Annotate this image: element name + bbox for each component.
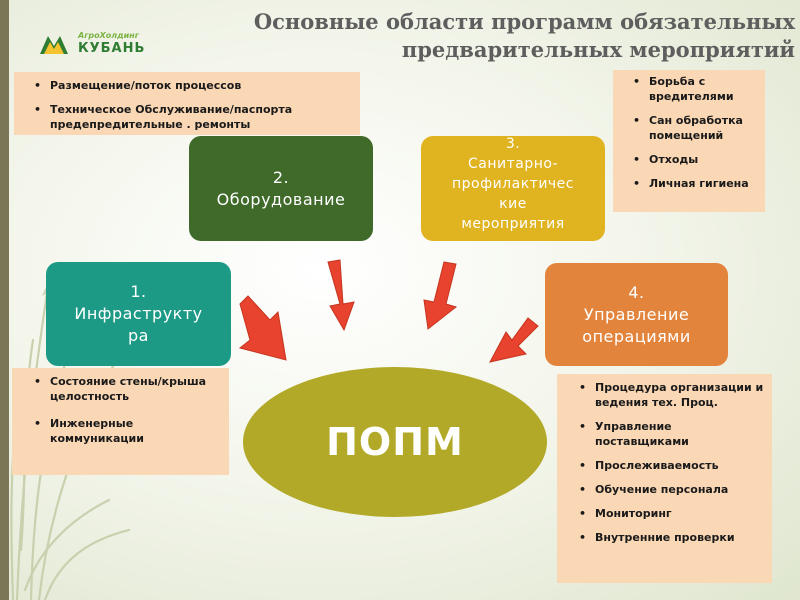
logo-emblem-icon xyxy=(40,36,68,54)
list-top-left: Размещение/поток процессов Техническое О… xyxy=(14,72,360,135)
company-logo: АгроХолдинг КУБАНЬ xyxy=(38,30,178,58)
box-equipment-label: 2. Оборудование xyxy=(216,167,346,209)
page-title: Основные области программ обязательных п… xyxy=(130,8,795,64)
box-sanitary: 3. Санитарно- профилактичес кие мероприя… xyxy=(421,136,605,241)
page-title-line-1: Основные области программ обязательных xyxy=(253,9,795,34)
box-equipment: 2. Оборудование xyxy=(189,136,373,241)
left-accent-bar xyxy=(0,0,9,600)
arrow-from-sanitary xyxy=(423,261,458,330)
list-bottom-left: Состояние стены/крыша целостность Инжене… xyxy=(12,368,229,475)
list-item: Личная гигиена xyxy=(633,176,759,191)
list-item: Обучение персонала xyxy=(579,482,766,497)
box-infrastructure: 1. Инфраструкту ра xyxy=(46,262,231,366)
logo-name: КУБАНЬ xyxy=(78,41,146,56)
list-item: Процедура организации и ведения тех. Про… xyxy=(579,380,766,410)
list-item: Состояние стены/крыша целостность xyxy=(34,374,223,404)
list-item: Сан обработка помещений xyxy=(633,113,759,143)
arrow-from-equipment xyxy=(327,259,355,332)
list-item: Борьба с вредителями xyxy=(633,74,759,104)
list-bottom-right: Процедура организации и ведения тех. Про… xyxy=(557,374,772,583)
box-operations-label: 4. Управление операциями xyxy=(582,282,691,346)
list-item: Размещение/поток процессов xyxy=(34,78,352,93)
box-operations: 4. Управление операциями xyxy=(545,263,728,366)
arrow-from-infrastructure xyxy=(238,295,287,361)
box-infrastructure-label: 1. Инфраструкту ра xyxy=(74,282,203,345)
list-item: Отходы xyxy=(633,152,759,167)
list-item: Техническое Обслуживание/паспорта предеп… xyxy=(34,102,352,132)
arrow-from-operations xyxy=(489,317,539,363)
list-item: Прослеживаемость xyxy=(579,458,766,473)
page-title-line-2: предварительных мероприятий xyxy=(401,37,795,62)
box-sanitary-label: 3. Санитарно- профилактичес кие мероприя… xyxy=(452,136,574,232)
list-item: Инженерные коммуникации xyxy=(34,416,223,446)
center-label: ПОПМ xyxy=(326,420,464,464)
list-item: Внутренние проверки xyxy=(579,530,766,545)
list-top-right: Борьба с вредителями Сан обработка помещ… xyxy=(613,70,765,212)
logo-subtitle: АгроХолдинг xyxy=(78,31,139,40)
list-item: Мониторинг xyxy=(579,506,766,521)
list-item: Управление поставщиками xyxy=(579,419,766,449)
center-ellipse-popm: ПОПМ xyxy=(243,367,547,517)
